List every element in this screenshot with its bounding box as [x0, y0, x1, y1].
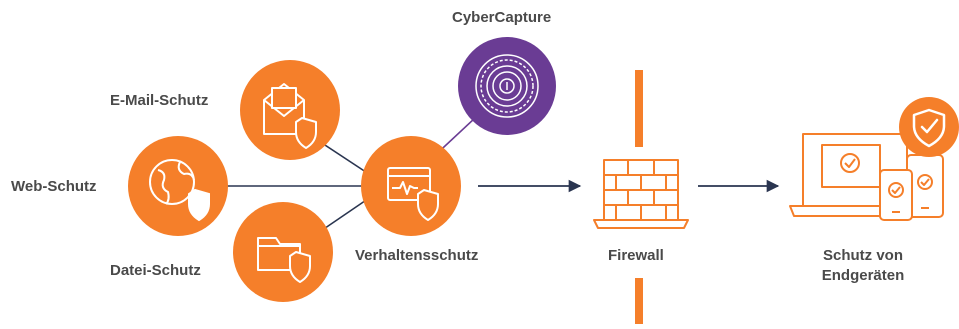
web-node — [128, 136, 228, 236]
globe-shield-icon — [149, 159, 210, 222]
email-shield-icon — [263, 83, 317, 149]
behavior-shield-icon — [387, 167, 439, 221]
firewall-bar-top — [635, 70, 643, 147]
firewall-label: Firewall — [608, 247, 664, 264]
cybercapture-node — [458, 37, 556, 135]
file-node — [233, 202, 333, 302]
endpoint-label-line2: Endgeräten — [821, 267, 905, 284]
cybercapture-label: CyberCapture — [452, 9, 552, 26]
web-label: Web-Schutz — [11, 178, 97, 195]
email-node — [240, 60, 340, 160]
cybercapture-icon — [475, 54, 539, 118]
folder-shield-icon — [257, 237, 311, 283]
firewall-laptop-icon — [593, 159, 689, 229]
file-label: Datei-Schutz — [110, 262, 201, 279]
devices-shield-icon — [789, 97, 959, 221]
firewall-bar-bottom — [635, 278, 643, 324]
endpoint-label: Schutz von Endgeräten — [808, 246, 918, 286]
email-label: E-Mail-Schutz — [110, 92, 209, 109]
endpoint-label-line1: Schutz von — [822, 247, 903, 264]
behavior-label: Verhaltensschutz — [355, 247, 479, 264]
behavior-node — [361, 136, 461, 236]
